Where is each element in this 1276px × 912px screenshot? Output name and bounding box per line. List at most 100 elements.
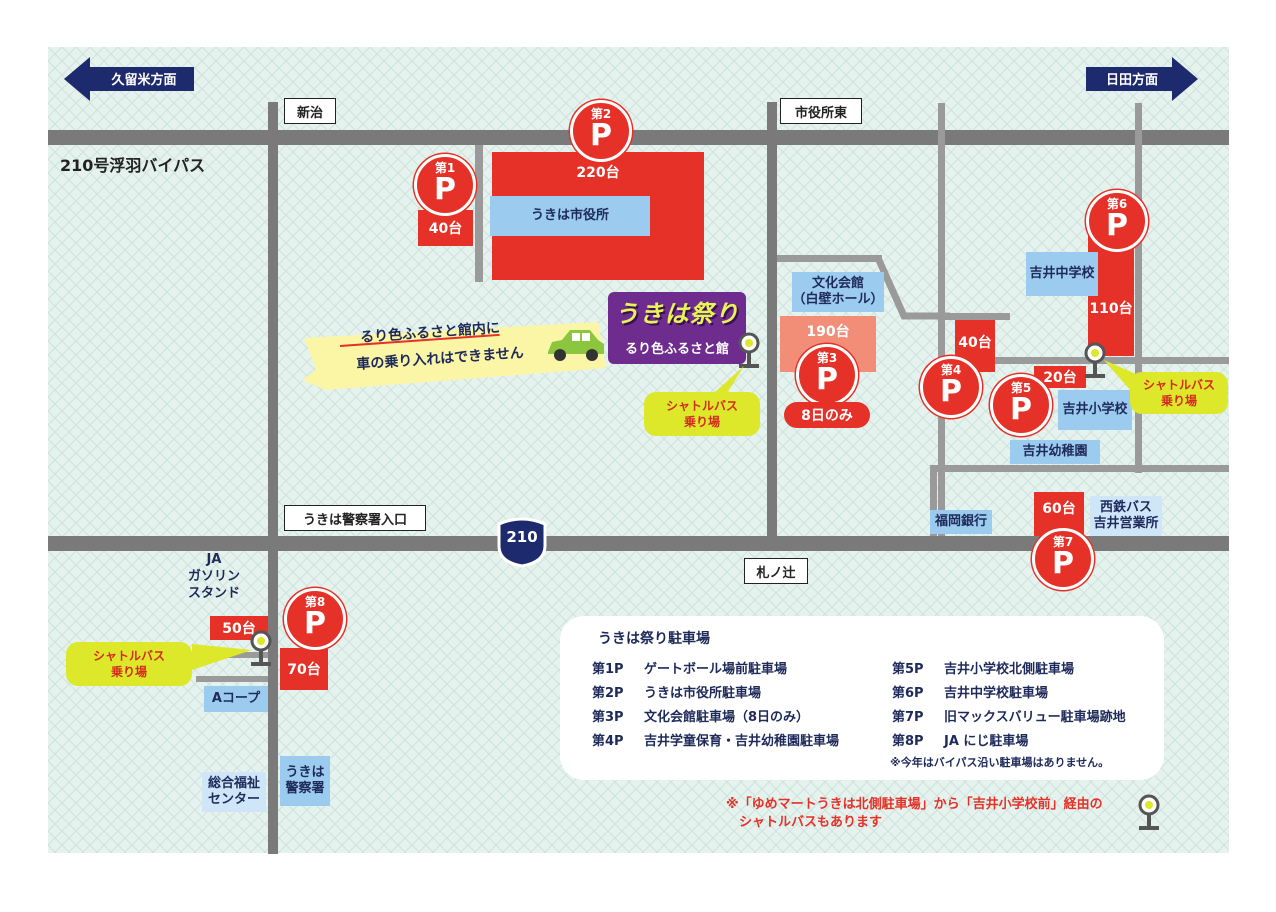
- parking-p-icon: P: [304, 606, 326, 641]
- building-yoshii-es: 吉井小学校: [1058, 390, 1132, 430]
- legend-item: 第7P 旧マックスバリュー駐車場跡地: [892, 706, 1126, 725]
- parking-1-label: 第1: [434, 161, 456, 175]
- parking-marker-3: 第3 P: [796, 344, 858, 406]
- arrow-left-icon: [64, 57, 194, 101]
- legend-item: 第3P 文化会館駐車場（8日のみ）: [592, 706, 809, 725]
- legend-item: 第4P 吉井学童保育・吉井幼稚園駐車場: [592, 730, 839, 749]
- parking-2-capacity: 220台: [576, 165, 620, 181]
- intersection-shiyakusho-higashi: 市役所東: [780, 98, 862, 124]
- shuttle-pointer: [1104, 360, 1136, 390]
- bypass-road: [48, 130, 1229, 145]
- spacer: [1094, 298, 1146, 320]
- legend-code: 第8P: [892, 734, 924, 749]
- parking-1-capacity: 40台: [428, 221, 463, 237]
- building-a-coop: Aコープ: [204, 686, 268, 712]
- building-yoshii-kg: 吉井幼稚園: [1010, 440, 1100, 464]
- parking-5-label: 第5: [1010, 381, 1032, 395]
- arrow-right-icon: [1086, 57, 1198, 101]
- parking-lot-7: 60台: [1034, 492, 1084, 536]
- legend-code: 第2P: [592, 686, 624, 701]
- legend-code: 第1P: [592, 662, 624, 677]
- local-road: [930, 465, 937, 536]
- parking-5-capacity: 20台: [1043, 370, 1077, 386]
- festival-title: うきは祭り: [614, 300, 740, 328]
- local-road: [930, 465, 1229, 472]
- legend-name: JA にじ駐車場: [944, 734, 1029, 749]
- legend-item: 第5P 吉井小学校北側駐車場: [892, 658, 1074, 677]
- parking-p-icon: P: [1010, 392, 1032, 427]
- parking-marker-6: 第6 P: [1086, 190, 1148, 252]
- direction-left-label: 久留米方面: [111, 72, 177, 88]
- parking-lot-5: 20台: [1034, 366, 1086, 388]
- legend-note: ※今年はバイパス沿い駐車場はありません。: [890, 756, 1110, 769]
- legend-item: 第6P 吉井中学校駐車場: [892, 682, 1048, 701]
- building-bunka-kaikan: 文化会館 （白壁ホール）: [792, 272, 884, 312]
- parking-marker-5: 第5 P: [990, 374, 1052, 436]
- parking-7-label: 第7: [1052, 535, 1074, 549]
- legend-name: 吉井中学校駐車場: [944, 686, 1049, 701]
- local-road: [945, 313, 1010, 320]
- building-ukiha-police: うきは 警察署: [280, 756, 330, 806]
- parking-3-note: 8日のみ: [784, 402, 870, 428]
- legend-title: うきは祭り駐車場: [598, 631, 710, 647]
- parking-marker-7: 第7 P: [1032, 528, 1094, 590]
- legend-code: 第5P: [892, 662, 924, 677]
- parking-4-capacity: 40台: [958, 335, 992, 351]
- legend-name: 吉井学童保育・吉井幼稚園駐車場: [644, 734, 840, 749]
- building-nishitetsu: 西鉄バス 吉井営業所: [1090, 496, 1162, 536]
- local-road: [995, 357, 1229, 364]
- parking-p-icon: P: [940, 374, 962, 409]
- parking-4-label: 第4: [940, 363, 962, 377]
- intersection-keisatsu-iriguchi: うきは警察署入口: [284, 505, 426, 531]
- local-road-diagonal: [874, 256, 950, 320]
- local-road: [475, 145, 483, 282]
- bus-stop-icon: [250, 630, 272, 666]
- parking-lot-1: 40台: [418, 210, 473, 246]
- legend-name: 吉井小学校北側駐車場: [944, 662, 1075, 677]
- local-road: [196, 676, 268, 682]
- legend-code: 第4P: [592, 734, 624, 749]
- central-vertical-road: [767, 102, 777, 536]
- legend-code: 第7P: [892, 710, 924, 725]
- legend-code: 第3P: [592, 710, 624, 725]
- parking-marker-4: 第4 P: [920, 356, 982, 418]
- festival-venue: るり色ふるさと館: [624, 342, 729, 357]
- building-fukuoka-bank: 福岡銀行: [930, 510, 992, 534]
- building-ja-gas: JA ガソリン スタンド: [187, 552, 240, 601]
- festival-logo: うきは祭り るり色ふるさと館: [608, 292, 746, 364]
- car-icon: [548, 330, 604, 361]
- bus-stop-icon: [738, 332, 760, 368]
- parking-8-capacity: 70台: [287, 662, 321, 678]
- route-shield-icon: [497, 517, 547, 568]
- parking-lot-8: 70台: [280, 648, 328, 690]
- footnote: ※「ゆめマートうきは北側駐車場」から「吉井小学校前」経由の シャトルバスもありま…: [726, 797, 1103, 830]
- west-vertical-road: [268, 102, 278, 854]
- parking-7-capacity: 60台: [1042, 501, 1076, 517]
- legend-code: 第6P: [892, 686, 924, 701]
- parking-p-icon: P: [590, 118, 612, 153]
- direction-right-label: 日田方面: [1105, 72, 1158, 88]
- intersection-shinji: 新治: [284, 98, 336, 124]
- parking-8-capacity-2: 50台: [222, 621, 256, 637]
- legend-name: 旧マックスバリュー駐車場跡地: [944, 710, 1126, 725]
- route-210-road: [48, 536, 1229, 551]
- intersection-fudanotsuji: 札ノ辻: [744, 558, 808, 584]
- legend-name: 文化会館駐車場（8日のみ）: [644, 710, 810, 725]
- route-number: 210: [506, 528, 538, 546]
- parking-p-icon: P: [816, 362, 838, 397]
- parking-p-icon: P: [434, 172, 456, 207]
- bypass-label: 210号浮羽バイパス: [60, 156, 206, 175]
- shuttle-label-east: シャトルバス 乗り場: [1130, 372, 1228, 414]
- bus-stop-icon: [1084, 342, 1106, 378]
- parking-marker-1: 第1 P: [414, 154, 476, 216]
- shuttle-label-west: シャトルバス 乗り場: [66, 642, 192, 686]
- parking-2-label: 第2: [590, 107, 612, 121]
- parking-3-capacity: 190台: [806, 324, 850, 340]
- banner-shape: [302, 322, 606, 390]
- parking-6-capacity: 110台: [1089, 301, 1133, 317]
- building-welfare-center: 総合福祉 センター: [202, 772, 266, 812]
